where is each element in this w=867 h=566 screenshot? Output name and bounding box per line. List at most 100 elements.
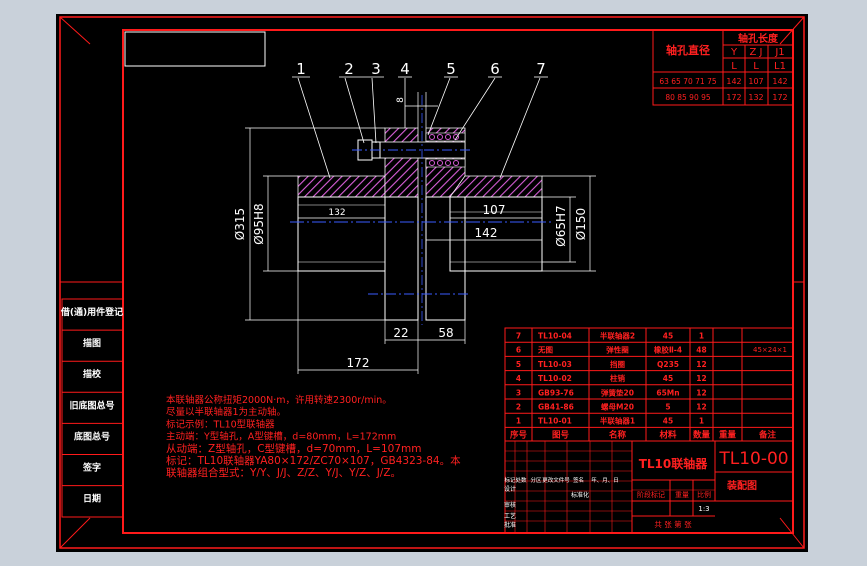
dim-172: 172 (347, 356, 370, 370)
svg-text:45: 45 (663, 417, 673, 426)
bore-table: 轴孔直径 轴孔长度 Y Z J J1 L L L1 63 65 70 71 75… (652, 29, 794, 106)
svg-text:63 65 70 71 75: 63 65 70 71 75 (659, 77, 716, 86)
svg-text:挡圈: 挡圈 (610, 359, 625, 369)
svg-text:142: 142 (772, 77, 787, 86)
technical-notes: 本联轴器公称扭矩2000N·m，许用转速2300r/min。尽量以半联轴器1为主… (166, 394, 461, 479)
svg-text:签名: 签名 (573, 476, 584, 484)
svg-text:TL10-04: TL10-04 (538, 332, 572, 341)
bore-col-len: 轴孔长度 (738, 32, 779, 45)
svg-text:45×24×1: 45×24×1 (753, 346, 787, 354)
top-left-box (124, 31, 266, 67)
bom-header: 名称 (609, 429, 627, 440)
svg-text:4: 4 (516, 374, 521, 383)
side-label: 描图 (83, 337, 101, 349)
dim-142: 142 (475, 226, 498, 240)
side-label: 日期 (83, 493, 101, 505)
svg-text:48: 48 (696, 346, 706, 355)
dim-d65h7: Ø65H7 (554, 205, 568, 246)
note-line: 标记：TL10联轴器YA80×172/ZC70×107，GB4323-84。本 (166, 454, 461, 467)
bom-header: 重量 (719, 429, 737, 440)
flange-2-body (425, 196, 466, 321)
dim-d150: Ø150 (574, 208, 588, 240)
svg-text:107: 107 (748, 77, 763, 86)
svg-text:处数: 处数 (515, 476, 527, 484)
svg-text:更改文件号: 更改文件号 (542, 476, 570, 484)
svg-text:2: 2 (516, 403, 521, 412)
svg-text:半联轴器2: 半联轴器2 (600, 331, 635, 341)
callout-6: 6 (490, 60, 500, 78)
bom-row: 7 TL10-04 半联轴器2 45 1 (516, 331, 704, 341)
side-label: 借(通)用件登记 (60, 306, 123, 318)
svg-text:TL10-03: TL10-03 (538, 360, 572, 369)
bom-header: 数量 (693, 429, 711, 440)
bom-header: 材料 (658, 429, 677, 440)
svg-text:12: 12 (696, 403, 706, 412)
svg-text:TL10-01: TL10-01 (538, 417, 572, 426)
dim-107: 107 (483, 203, 506, 217)
title-block: 标记处数分区更改文件号签名年、月、日设计审核工艺批准标准化 TL10联轴器 TL… (504, 440, 794, 534)
svg-text:螺母M20: 螺母M20 (601, 402, 634, 412)
svg-text:无图: 无图 (537, 346, 553, 355)
flange-1-hatch (384, 127, 419, 198)
callout-5: 5 (446, 60, 456, 78)
svg-text:GB41-86: GB41-86 (538, 403, 574, 412)
svg-text:L: L (731, 61, 737, 72)
svg-text:132: 132 (748, 93, 763, 102)
svg-text:共 张 第 张: 共 张 第 张 (654, 519, 692, 529)
svg-text:80 85 90 95: 80 85 90 95 (665, 93, 711, 102)
bom-row: 2 GB41-86 螺母M20 5 12 (516, 402, 707, 412)
svg-text:45: 45 (663, 374, 673, 383)
svg-text:柱销: 柱销 (610, 373, 625, 383)
title-block-scale: 1:3 (698, 505, 709, 513)
svg-text:7: 7 (516, 332, 521, 341)
side-label: 描校 (83, 368, 102, 380)
title-block-title: TL10联轴器 (639, 456, 709, 471)
title-role: 审核 (504, 501, 516, 509)
svg-text:Q235: Q235 (657, 360, 679, 369)
svg-text:45: 45 (663, 332, 673, 341)
svg-text:1: 1 (516, 417, 521, 426)
dim-d315: Ø315 (233, 208, 247, 240)
title-role: 工艺 (504, 512, 516, 520)
svg-text:J1: J1 (774, 47, 784, 58)
svg-text:5: 5 (665, 403, 670, 412)
bore-col-dia: 轴孔直径 (666, 43, 710, 57)
note-line: 联轴器组合型式：Y/Y、J/J、Z/Z、Y/J、Y/Z、J/Z。 (166, 466, 401, 479)
dim-gap: 8 (396, 97, 406, 103)
svg-text:142: 142 (726, 77, 741, 86)
title-role: 设计 (504, 485, 516, 493)
dim-58: 58 (438, 326, 453, 340)
side-label: 底图总号 (74, 430, 110, 442)
title-block-code: TL10-00 (718, 449, 788, 469)
svg-text:半联轴器1: 半联轴器1 (600, 416, 635, 426)
flange-1-body (384, 196, 419, 321)
bom-header: 图号 (552, 430, 570, 440)
svg-text:65Mn: 65Mn (656, 388, 679, 397)
svg-text:弹簧垫20: 弹簧垫20 (601, 387, 634, 397)
svg-text:12: 12 (696, 388, 706, 397)
half-coupling-2-hatch (449, 175, 543, 198)
svg-text:TL10-02: TL10-02 (538, 374, 572, 383)
svg-text:标准化: 标准化 (571, 491, 589, 499)
svg-text:1: 1 (699, 332, 704, 341)
svg-text:Z J: Z J (750, 47, 763, 58)
note-line: 本联轴器公称扭矩2000N·m，许用转速2300r/min。 (166, 394, 392, 406)
svg-text:1: 1 (699, 417, 704, 426)
dim-22: 22 (393, 326, 408, 340)
dim-132: 132 (328, 208, 345, 218)
svg-text:年、月、日: 年、月、日 (591, 476, 619, 484)
bom-header: 序号 (509, 429, 528, 440)
svg-text:3: 3 (516, 388, 521, 397)
svg-text:12: 12 (696, 374, 706, 383)
sheet-background (56, 14, 808, 552)
callout-2: 2 (344, 60, 354, 78)
svg-text:172: 172 (772, 93, 787, 102)
assembly-view[interactable]: 1 2 3 4 5 6 7 (233, 60, 596, 374)
svg-text:标记: 标记 (504, 476, 516, 484)
note-line: 从动端：Z型轴孔，C型键槽，d=70mm，L=107mm (166, 442, 421, 455)
